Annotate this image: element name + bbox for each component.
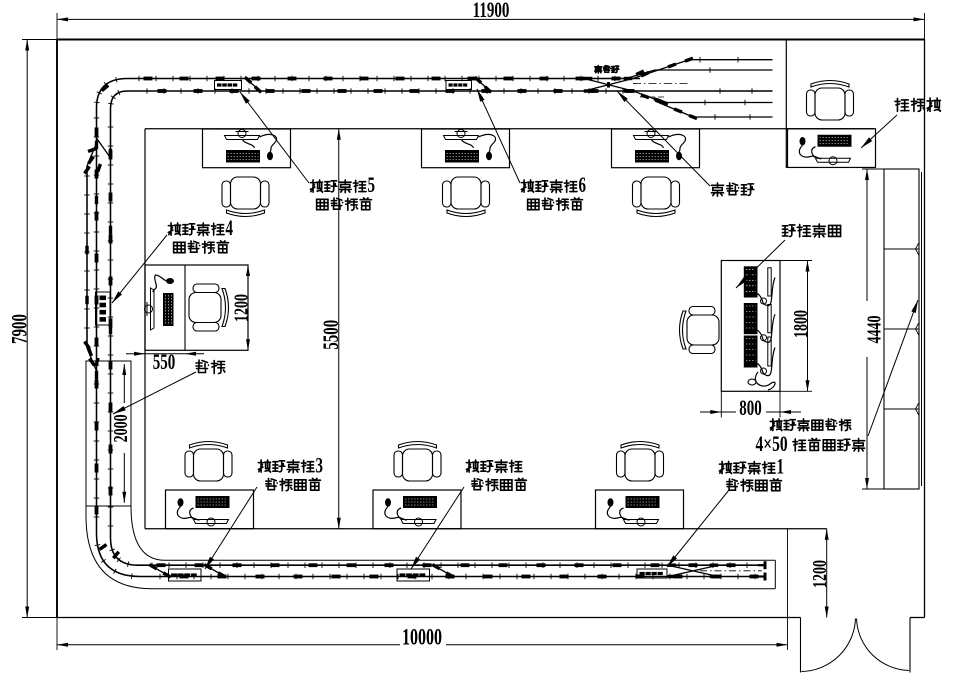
svg-text:550: 550: [153, 350, 175, 374]
svg-text:4×50: 4×50: [756, 432, 788, 456]
svg-text:6: 6: [579, 173, 587, 197]
svg-text:11900: 11900: [473, 0, 510, 23]
svg-text:1: 1: [777, 455, 785, 479]
svg-text:5: 5: [368, 173, 376, 197]
svg-text:1800: 1800: [788, 310, 811, 338]
svg-text:5500: 5500: [319, 320, 343, 350]
svg-text:1200: 1200: [807, 560, 830, 588]
svg-text:10000: 10000: [402, 625, 442, 651]
svg-text:2000: 2000: [109, 414, 132, 442]
svg-text:7900: 7900: [8, 314, 32, 344]
svg-text:3: 3: [316, 454, 324, 478]
svg-text:4440: 4440: [862, 315, 885, 343]
svg-text:1200: 1200: [229, 294, 252, 322]
svg-text:800: 800: [739, 396, 761, 420]
svg-text:4: 4: [226, 216, 234, 240]
